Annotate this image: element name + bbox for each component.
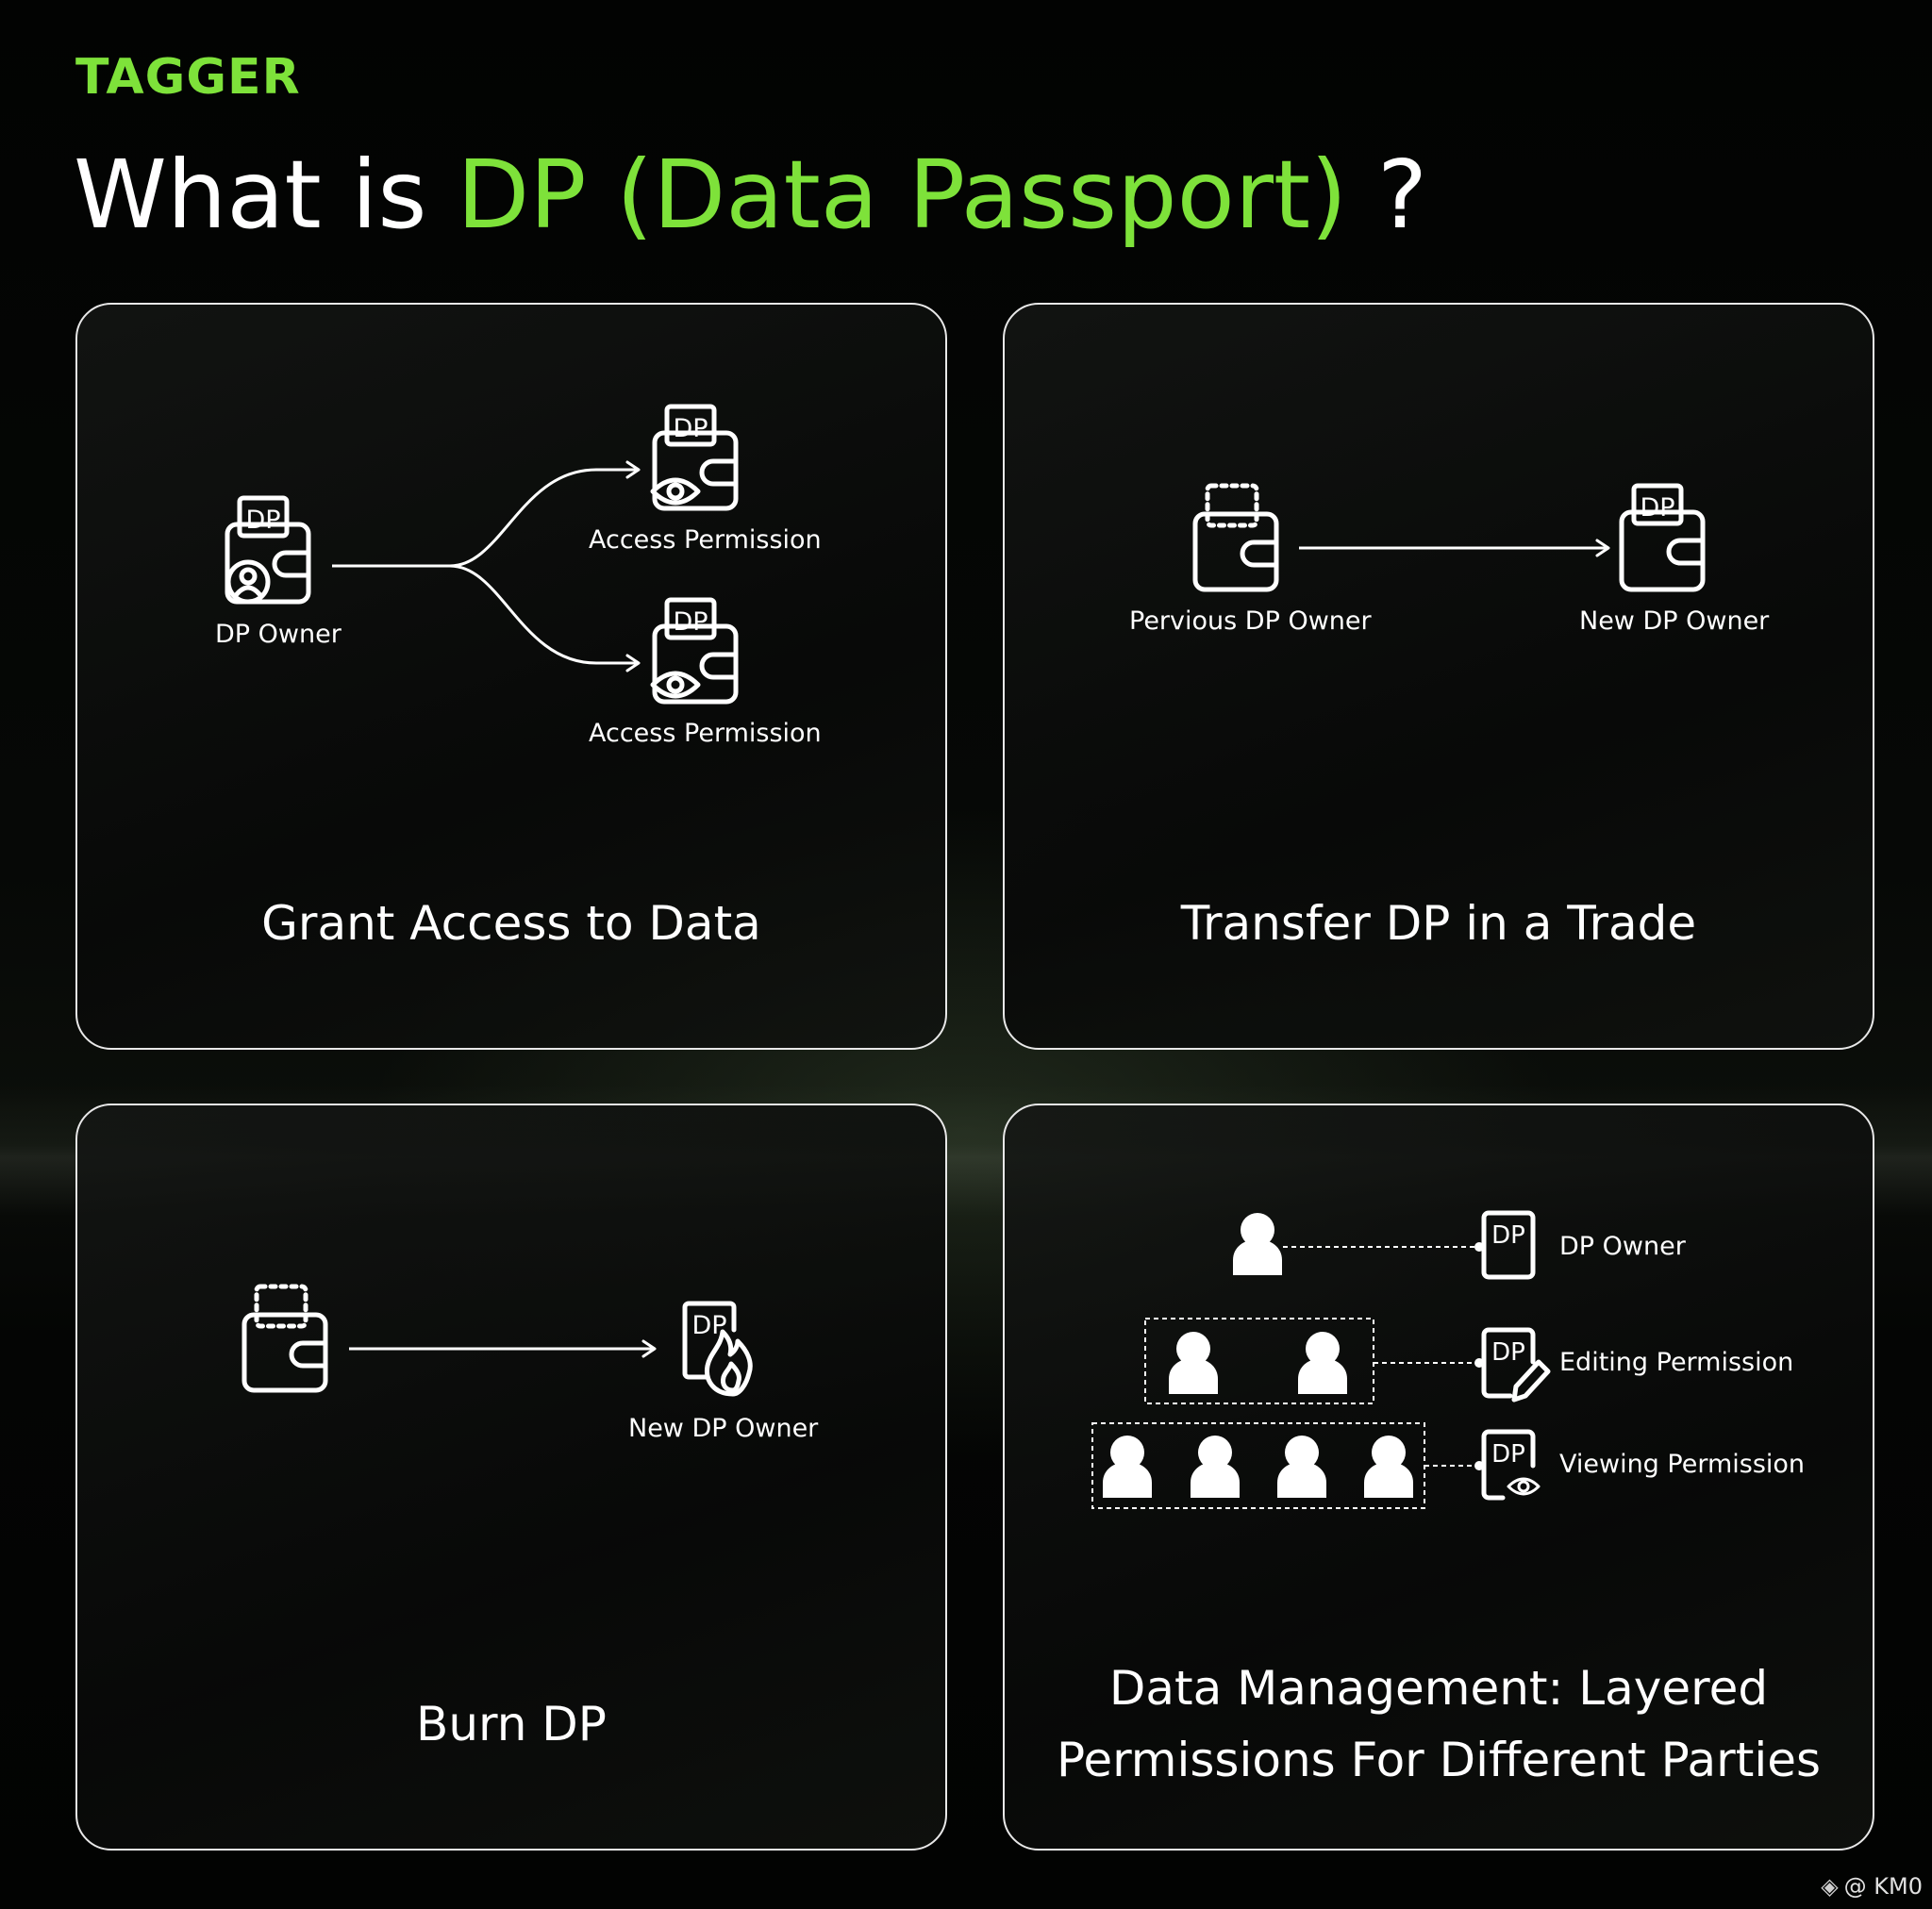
dp-view-icon: DP [1481,1429,1541,1501]
transfer-new-label: New DP Owner [1579,606,1770,636]
person-icon [1298,1332,1347,1394]
empty-wallet-icon [242,1284,328,1393]
person-icon [1103,1436,1152,1498]
dp-wallet-icon: DP [1619,483,1706,592]
manage-editing-label: Editing Permission [1559,1348,1794,1377]
brand-logo: TAGGER [75,49,301,106]
grant-card-title: Grant Access to Data [261,896,761,951]
card-data-management: DP DP DP DP Owner Editing Permission Vie… [1003,1104,1874,1851]
dp-edit-icon: DP [1481,1327,1551,1403]
grant-owner-label: DP Owner [215,620,341,649]
card-burn: DP New DP Owner Burn DP [75,1104,947,1851]
dp-burn-icon: DP [682,1301,753,1397]
grant-connector-top [332,460,641,568]
empty-wallet-icon [1192,483,1279,592]
manage-viewing-label: Viewing Permission [1559,1450,1806,1479]
dp-wallet-owner-icon: DP [225,495,311,605]
transfer-new-badge: DP [1640,493,1674,523]
grant-owner-badge: DP [245,506,280,535]
person-icon [1191,1436,1240,1498]
title-prefix: What is [74,140,458,250]
grant-permission-top-badge: DP [673,414,708,443]
grant-permission-top-label: Access Permission [589,525,822,555]
dp-doc-icon: DP [1481,1210,1536,1280]
watermark-text: @ KM0 [1843,1873,1923,1900]
manage-viewing-badge: DP [1491,1440,1525,1469]
manage-card-title-line1: Data Management: Layered [1108,1661,1769,1716]
diamond-logo-icon: ◈ [1821,1873,1839,1900]
burn-card-title: Burn DP [416,1697,607,1751]
card-transfer: DP Pervious DP Owner New DP Owner Transf… [1003,303,1874,1050]
dp-wallet-eye-icon: DP [650,404,739,511]
manage-owner-badge: DP [1491,1221,1525,1250]
grant-permission-bottom-badge: DP [673,607,708,637]
manage-editing-badge: DP [1491,1338,1525,1367]
manage-diagram: DP DP DP [1091,1210,1551,1509]
editors-group-box [1144,1318,1374,1404]
burn-badge: DP [691,1311,726,1340]
person-icon [1169,1332,1218,1394]
page-title: What is DP (Data Passport) ? [74,140,1427,250]
grant-diagram: DP DP DP [225,404,739,705]
card-grant-access: DP DP DP DP Owner Access Permission Acce… [75,303,947,1050]
dp-wallet-eye-icon: DP [650,597,739,705]
person-icon [1364,1436,1413,1498]
title-suffix: ? [1347,140,1428,250]
transfer-diagram: DP [1192,483,1706,592]
burn-diagram: DP [242,1284,753,1397]
grant-connector-bottom [449,564,641,672]
transfer-previous-label: Pervious DP Owner [1129,606,1372,636]
transfer-card-title: Transfer DP in a Trade [1180,896,1697,951]
title-highlight: DP (Data Passport) [457,140,1348,250]
burn-new-label: New DP Owner [628,1414,819,1443]
person-icon [1233,1213,1282,1275]
person-icon [1277,1436,1326,1498]
watermark: ◈@ KM0 [1821,1873,1923,1900]
manage-card-title-line2: Permissions For Different Parties [1056,1733,1822,1787]
manage-owner-label: DP Owner [1559,1232,1686,1261]
grant-permission-bottom-label: Access Permission [589,719,822,748]
